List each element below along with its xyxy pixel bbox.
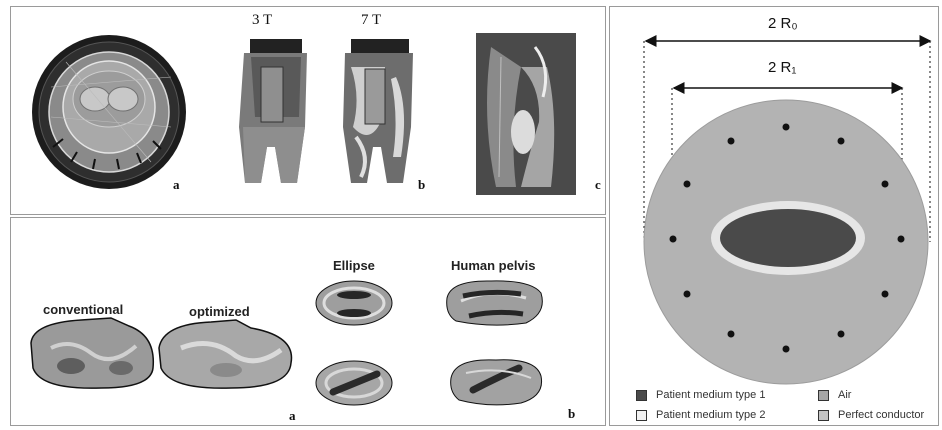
legend-swatch xyxy=(818,410,829,421)
outer-diameter-label: 2 R₀ xyxy=(768,15,798,32)
inner-diameter-label: 2 R₁ xyxy=(768,59,796,76)
label-optimized: optimized xyxy=(189,304,250,319)
legend-swatch xyxy=(636,410,647,421)
legend-item-perfect-conductor: Perfect conductor xyxy=(818,409,924,421)
leg-model-3t xyxy=(239,39,307,183)
legend-label: Patient medium type 1 xyxy=(656,389,765,401)
legend-item-patient-type1: Patient medium type 1 xyxy=(636,389,765,401)
bottom-figure-panel: conventional optimized Ellipse Human pel… xyxy=(10,217,606,426)
field-map-pelvis-top xyxy=(447,281,543,325)
subfigure-label-b: b xyxy=(418,177,425,193)
legend-swatch xyxy=(818,390,829,401)
legend-item-patient-type2: Patient medium type 2 xyxy=(636,409,765,421)
subfigure-label-b: b xyxy=(568,406,575,422)
label-ellipse: Ellipse xyxy=(333,258,375,273)
field-map-ellipse-top xyxy=(316,281,392,325)
mri-sagittal-image xyxy=(476,33,576,195)
legend-swatch xyxy=(636,390,647,401)
label-human-pelvis: Human pelvis xyxy=(451,258,536,273)
patient-medium-type1 xyxy=(720,209,856,267)
field-label-3t: 3 T xyxy=(252,12,272,29)
field-map-optimized xyxy=(159,320,292,388)
legend-label: Air xyxy=(838,389,851,401)
field-map-conventional xyxy=(31,318,153,388)
legend-label: Patient medium type 2 xyxy=(656,409,765,421)
field-map-pelvis-bottom xyxy=(451,360,542,405)
legend-item-air: Air xyxy=(818,389,851,401)
bottom-figure-graphics xyxy=(11,218,607,427)
subfigure-label-c: c xyxy=(595,177,601,193)
subfigure-label-a: a xyxy=(173,177,180,193)
leg-model-7t xyxy=(343,39,413,183)
geometry-schematic-panel: 2 R₀ 2 R₁ Patient medium type 1 Air Pati… xyxy=(609,6,939,426)
field-map-ellipse-bottom xyxy=(316,361,392,405)
legend-label: Perfect conductor xyxy=(838,409,924,421)
label-conventional: conventional xyxy=(43,302,123,317)
subfigure-label-a: a xyxy=(289,408,296,424)
coil-array-model xyxy=(32,35,186,189)
top-figure-graphics xyxy=(11,7,607,216)
field-label-7t: 7 T xyxy=(361,12,381,29)
top-figure-panel: 3 T 7 T a b c xyxy=(10,6,606,215)
